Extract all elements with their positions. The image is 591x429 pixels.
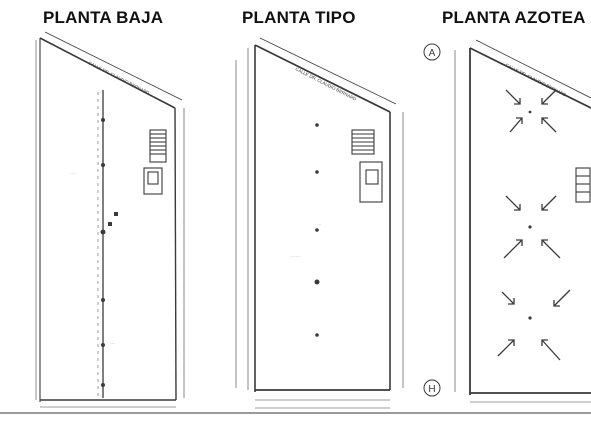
grid-axis-top-label: A	[429, 48, 436, 59]
svg-text:········: ········	[290, 254, 301, 259]
grid-axis-bottom-label: H	[428, 384, 435, 395]
floor-plan-planta-baja: ········· CALLE DR. CLAUDIO BERNARD	[35, 31, 185, 408]
street-label-planta-baja: CALLE DR. CLAUDIO BERNARD	[88, 60, 151, 96]
grid-axis-top-marker: A	[423, 43, 441, 61]
svg-text:····: ····	[110, 341, 115, 346]
floor-plan-planta-tipo: ··········· CALLE DR. CLAUDIO BERNARD	[235, 37, 404, 409]
title-planta-tipo: PLANTA TIPO	[242, 8, 356, 27]
panel-planta-tipo: PLANTA TIPO ·······	[200, 0, 410, 412]
street-label-planta-azotea: CALLE DR. CLAUDIO BERNARD	[505, 62, 568, 98]
bottom-divider	[0, 412, 591, 414]
grid-axis-bottom-marker: H	[423, 379, 441, 397]
svg-text:·····: ·····	[70, 171, 77, 176]
title-planta-azotea: PLANTA AZOTEA	[442, 8, 586, 27]
panel-planta-baja: PLANTA BAJA	[0, 0, 200, 412]
floor-plan-planta-azotea: A H	[423, 39, 591, 403]
title-planta-baja: PLANTA BAJA	[43, 8, 164, 27]
panel-planta-azotea: PLANTA AZOTEA A H	[410, 0, 591, 412]
street-label-planta-tipo: CALLE DR. CLAUDIO BERNARD	[295, 66, 358, 102]
svg-text:···: ···	[317, 222, 321, 227]
